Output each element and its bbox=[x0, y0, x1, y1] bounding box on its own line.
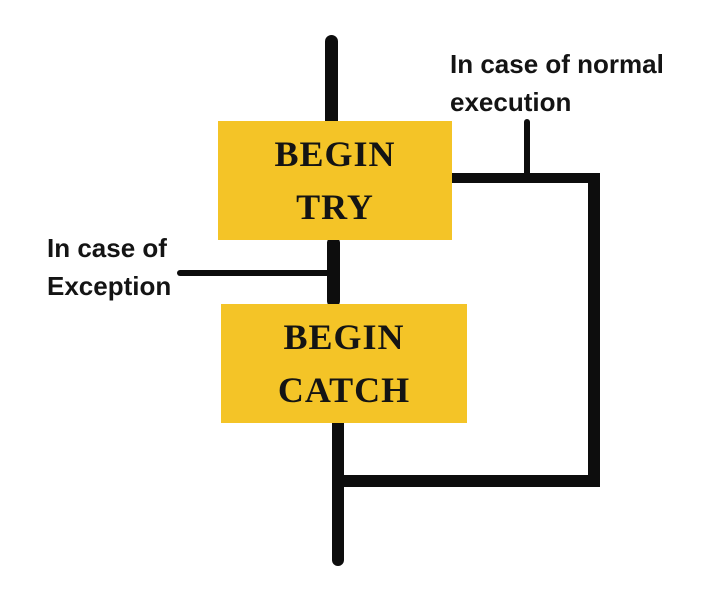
success-path-bottom-line bbox=[332, 475, 600, 487]
exception-connector-line bbox=[177, 270, 334, 276]
begin-try-node: BEGIN TRY bbox=[218, 121, 452, 240]
normal-execution-label: In case of normal execution bbox=[450, 45, 664, 121]
begin-try-label-line2: TRY bbox=[296, 186, 374, 227]
normal-execution-label-line1: In case of normal bbox=[450, 49, 664, 79]
success-path-right-line bbox=[588, 173, 600, 487]
exception-label-line2: Exception bbox=[47, 271, 172, 301]
begin-catch-node: BEGIN CATCH bbox=[221, 304, 467, 423]
success-path-top-line bbox=[447, 173, 600, 183]
begin-try-label-line1: BEGIN bbox=[274, 133, 396, 174]
begin-catch-label-line1: BEGIN bbox=[283, 316, 405, 357]
exception-label: In case of Exception bbox=[47, 229, 171, 305]
normal-execution-label-line2: execution bbox=[450, 87, 572, 117]
entry-flow-line bbox=[325, 35, 338, 124]
exit-flow-line bbox=[332, 420, 344, 566]
begin-catch-label-line2: CATCH bbox=[277, 369, 411, 410]
normal-execution-connector-line bbox=[524, 119, 530, 178]
exception-label-line1: In case of bbox=[47, 233, 167, 263]
